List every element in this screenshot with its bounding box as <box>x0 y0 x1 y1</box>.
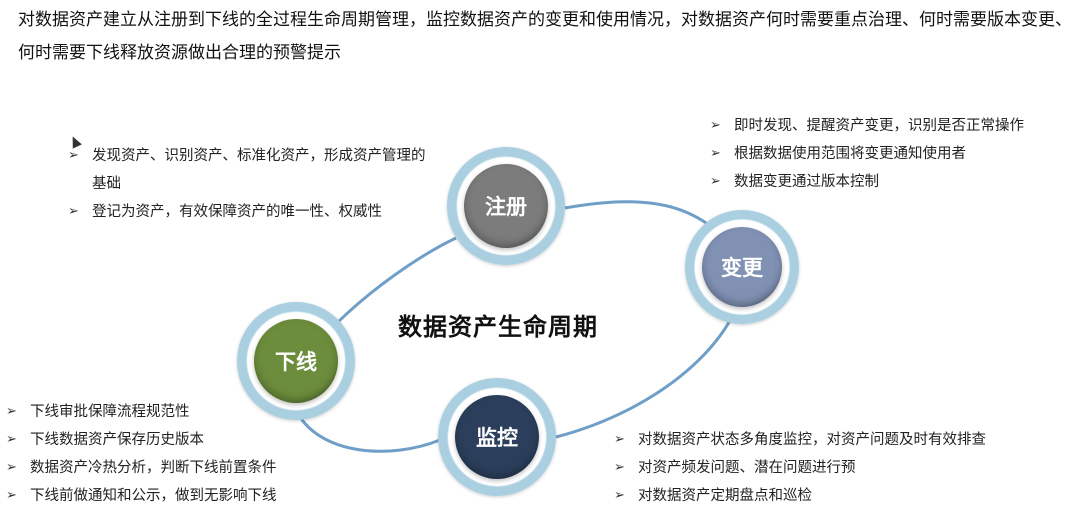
offline-bullets: ➢ 下线审批保障流程规范性 ➢ 下线数据资产保存历史版本 ➢ 数据资产冷热分析，… <box>4 398 334 510</box>
center-title: 数据资产生命周期 <box>398 313 598 341</box>
list-item: ➢ 下线前做通知和公示，做到无影响下线 <box>4 482 334 510</box>
monitor-node: 监控 <box>438 378 556 496</box>
offline-node: 下线 <box>237 302 355 420</box>
monitor-node-circle: 监控 <box>455 395 539 479</box>
register-node: 注册 <box>447 147 565 265</box>
change-node-circle: 变更 <box>702 227 782 307</box>
bullet-arrow-icon: ➢ <box>614 488 625 503</box>
list-item: ➢ 数据资产冷热分析，判断下线前置条件 <box>4 454 334 482</box>
register-node-label: 注册 <box>485 195 527 219</box>
offline-node-circle: 下线 <box>254 319 338 403</box>
bullet-arrow-icon: ➢ <box>68 204 79 219</box>
bullet-arrow-icon: ➢ <box>710 174 721 189</box>
bullet-arrow-icon: ➢ <box>614 432 625 447</box>
list-item: ➢ 数据变更通过版本控制 <box>708 168 1078 196</box>
list-item: ➢ 根据数据使用范围将变更通知使用者 <box>708 140 1078 168</box>
register-node-circle: 注册 <box>464 164 548 248</box>
connector-offline-register <box>333 236 457 327</box>
change-node-label: 变更 <box>721 256 763 280</box>
bullet-arrow-icon: ➢ <box>710 146 721 161</box>
change-bullets: ➢ 即时发现、提醒资产变更，识别是否正常操作 ➢ 根据数据使用范围将变更通知使用… <box>708 112 1078 196</box>
list-item: ➢ 下线数据资产保存历史版本 <box>4 426 334 454</box>
intro-text: 对数据资产建立从注册到下线的全过程生命周期管理，监控数据资产的变更和使用情况，对… <box>18 10 1072 63</box>
offline-node-label: 下线 <box>275 350 317 374</box>
bullet-arrow-icon: ➢ <box>6 432 17 447</box>
list-item: ➢ 发现资产、识别资产、标准化资产，形成资产管理的基础 <box>66 142 436 198</box>
monitor-bullets: ➢ 对数据资产状态多角度监控，对资产问题及时有效排查 ➢ 对资产频发问题、潜在问… <box>612 426 1072 510</box>
monitor-node-label: 监控 <box>476 426 518 450</box>
list-item: ➢ 对资产频发问题、潜在问题进行预 <box>612 454 1072 482</box>
bullet-arrow-icon: ➢ <box>6 488 17 503</box>
register-bullets: ➢ 发现资产、识别资产、标准化资产，形成资产管理的基础 ➢ 登记为资产，有效保障… <box>66 142 436 226</box>
bullet-arrow-icon: ➢ <box>6 404 17 419</box>
bullet-arrow-icon: ➢ <box>614 460 625 475</box>
connector-monitor-offline <box>295 411 441 453</box>
list-item: ➢ 下线审批保障流程规范性 <box>4 398 334 426</box>
bullet-arrow-icon: ➢ <box>710 118 721 133</box>
bullet-arrow-icon: ➢ <box>68 148 79 163</box>
list-item: ➢ 登记为资产，有效保障资产的唯一性、权威性 <box>66 198 436 226</box>
bullet-arrow-icon: ➢ <box>6 460 17 475</box>
list-item: ➢ 对数据资产定期盘点和巡检 <box>612 482 1072 510</box>
list-item: ➢ 对数据资产状态多角度监控，对资产问题及时有效排查 <box>612 426 1072 454</box>
change-node: 变更 <box>685 210 799 324</box>
list-item: ➢ 即时发现、提醒资产变更，识别是否正常操作 <box>708 112 1078 140</box>
